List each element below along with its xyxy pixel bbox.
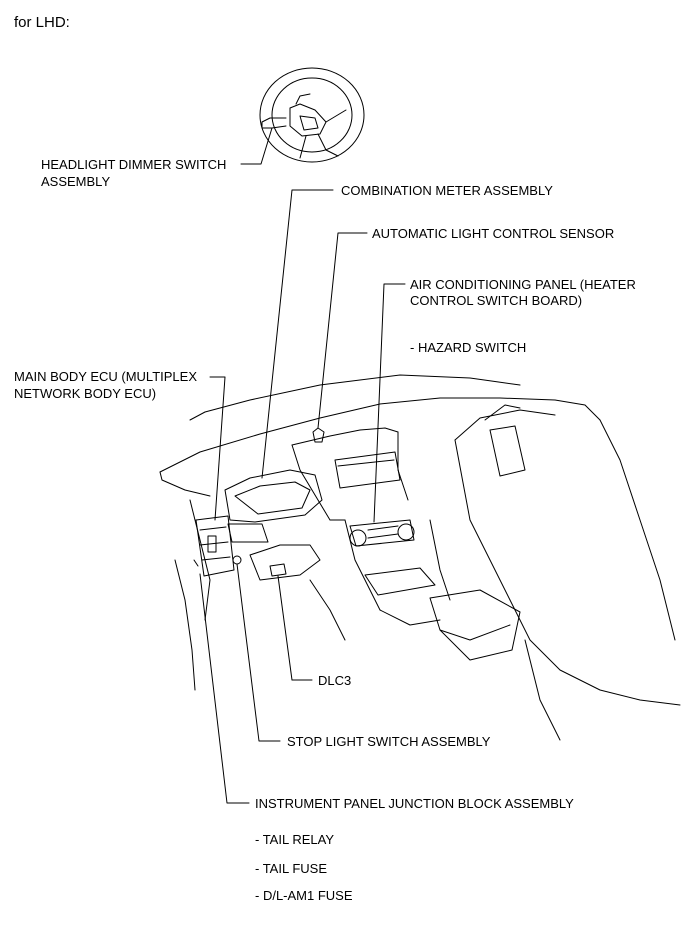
steering-wheel-illustration [260, 68, 364, 162]
main-body-ecu-label-line2: NETWORK BODY ECU) [14, 386, 157, 401]
leader-stop-light [237, 564, 280, 741]
tail-fuse-label: - TAIL FUSE [255, 861, 327, 876]
leader-ip-junction-block [200, 574, 249, 803]
leader-dlc3 [278, 576, 312, 680]
dashboard-illustration [160, 375, 680, 740]
leader-auto-light-sensor [318, 233, 367, 428]
tail-relay-label: - TAIL RELAY [255, 832, 334, 847]
leader-lines [200, 128, 405, 803]
main-body-ecu-label-line1: MAIN BODY ECU (MULTIPLEX [14, 369, 197, 384]
dl-am1-fuse-label: - D/L-AM1 FUSE [255, 888, 353, 903]
dlc3-label: DLC3 [318, 673, 352, 688]
components-illustration [194, 428, 414, 576]
headlight-dimmer-label-line1: HEADLIGHT DIMMER SWITCH [41, 157, 227, 172]
leader-headlight [241, 128, 272, 164]
combination-meter-label: COMBINATION METER ASSEMBLY [341, 183, 553, 198]
stop-light-switch-label: STOP LIGHT SWITCH ASSEMBLY [287, 734, 491, 749]
ac-panel-label-line2: CONTROL SWITCH BOARD) [410, 293, 583, 308]
ip-junction-block-label: INSTRUMENT PANEL JUNCTION BLOCK ASSEMBLY [255, 796, 574, 811]
headlight-dimmer-label-line2: ASSEMBLY [41, 174, 111, 189]
leader-combination-meter [262, 190, 333, 478]
ac-panel-label-line1: AIR CONDITIONING PANEL (HEATER [410, 277, 636, 292]
auto-light-sensor-label: AUTOMATIC LIGHT CONTROL SENSOR [372, 226, 615, 241]
page-title: for LHD: [14, 14, 70, 31]
leader-main-body-ecu [210, 377, 225, 520]
hazard-switch-label: - HAZARD SWITCH [410, 340, 527, 355]
leader-ac-panel [374, 284, 405, 522]
